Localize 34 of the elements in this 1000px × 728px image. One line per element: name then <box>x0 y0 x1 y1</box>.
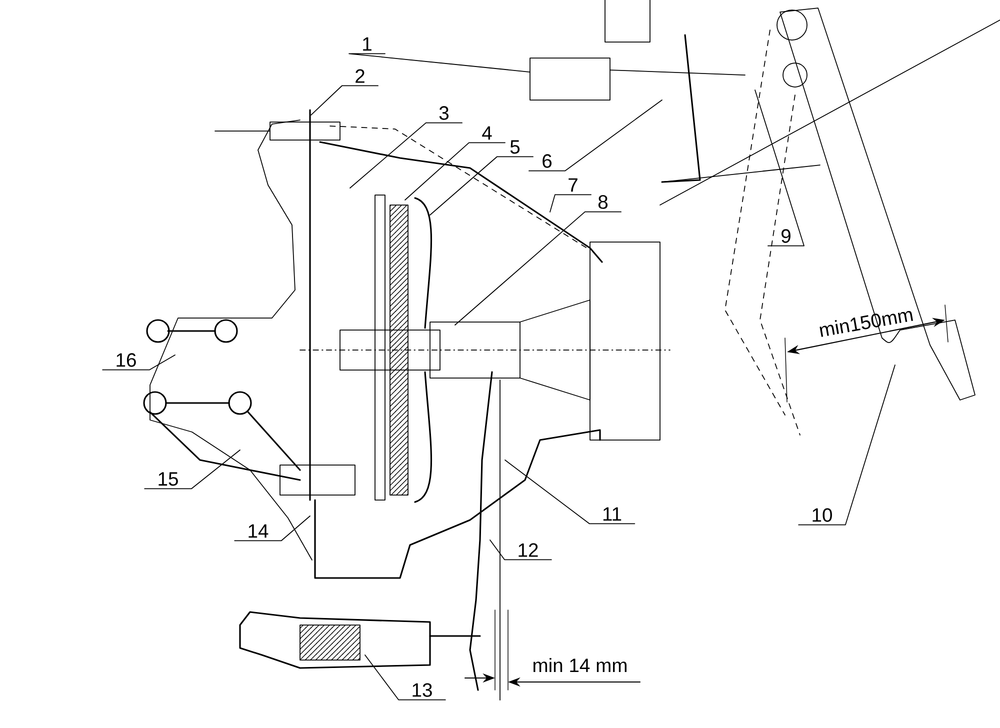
leader-line <box>754 90 804 246</box>
leader-line <box>490 540 552 560</box>
dimension-label: min150mm <box>820 310 913 337</box>
leader-line <box>798 364 896 526</box>
callout-number: 3 <box>439 106 449 120</box>
leader-line <box>454 211 622 326</box>
callout-number: 10 <box>812 508 832 522</box>
leader-line <box>350 122 462 188</box>
leader-line <box>528 100 662 172</box>
leader-line <box>404 142 506 200</box>
callout-number: 5 <box>510 140 520 154</box>
leader-line <box>430 156 534 216</box>
callout-number: 2 <box>356 69 364 83</box>
callout-number: 15 <box>158 472 178 486</box>
callout-number: 12 <box>518 543 538 557</box>
callout-number: 11 <box>603 507 622 521</box>
leader-line <box>550 194 592 212</box>
leader-line <box>504 460 636 524</box>
leader-line <box>348 53 530 72</box>
callout-number: 7 <box>568 178 578 192</box>
callout-number: 14 <box>248 524 268 538</box>
callout-number: 16 <box>116 353 136 367</box>
callout-number: 4 <box>482 126 492 140</box>
leader-line <box>310 85 378 116</box>
callout-number: 9 <box>782 229 790 243</box>
callout-number: 6 <box>542 154 552 168</box>
leader-line <box>102 354 176 370</box>
callout-number: 1 <box>363 37 372 51</box>
callout-number: 8 <box>598 195 608 209</box>
leader-line <box>364 654 446 700</box>
leader-line <box>144 450 240 490</box>
dimension-label: min 14 mm <box>534 658 626 672</box>
leader-line <box>234 516 310 542</box>
callout-number: 13 <box>412 683 432 697</box>
